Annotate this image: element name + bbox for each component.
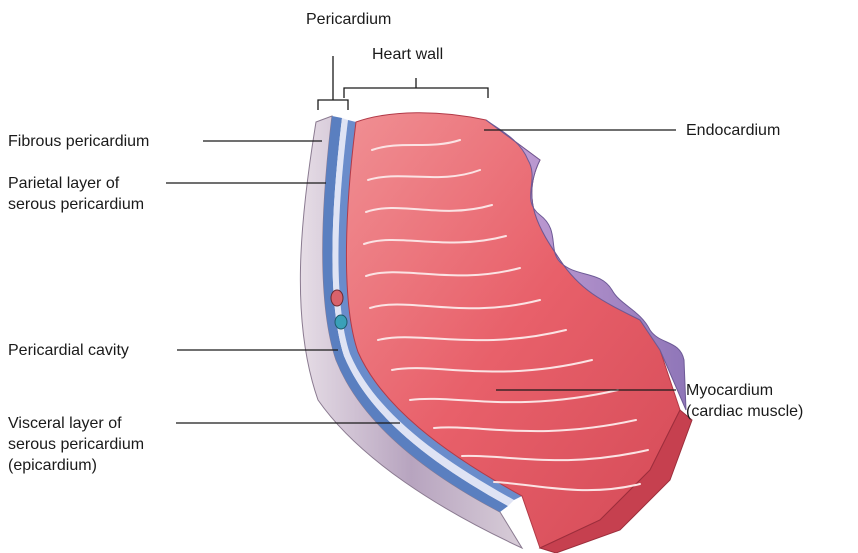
visceral-layer-label: Visceral layer of serous pericardium (ep… [8,413,144,476]
endocardium-label: Endocardium [686,120,780,141]
vessel-blue [335,315,347,329]
myocardium-label: Myocardium (cardiac muscle) [686,380,803,422]
pericardial-cavity-label: Pericardial cavity [8,340,129,361]
fibrous-pericardium-label: Fibrous pericardium [8,131,149,152]
heart-wall-bracket [344,78,488,98]
pericardium-bracket [318,56,348,110]
heart-wall-label: Heart wall [372,44,443,65]
parietal-layer-label: Parietal layer of serous pericardium [8,173,144,215]
vessel-red [331,290,343,306]
pericardium-label: Pericardium [306,9,391,30]
